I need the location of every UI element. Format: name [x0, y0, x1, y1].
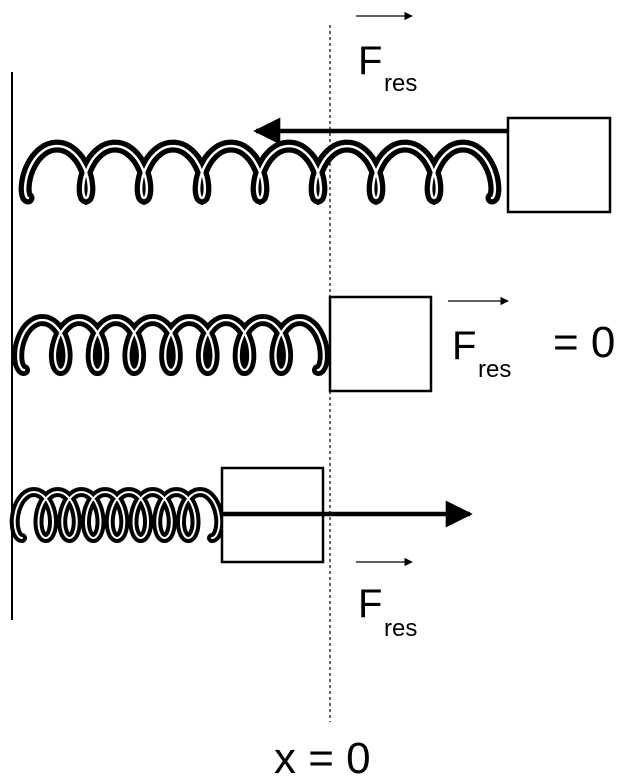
force-subscript-middle: res — [478, 356, 511, 383]
force-subscript-top: res — [384, 70, 417, 97]
zero-force-equals: = 0 — [553, 318, 615, 367]
force-symbol-middle: F — [452, 324, 476, 368]
force-symbol-top: F — [358, 39, 382, 83]
spring-compressed — [9, 487, 225, 544]
block-stretched — [506, 116, 612, 214]
force-subscript-bottom: res — [384, 615, 417, 642]
force-symbol-bottom: F — [358, 582, 382, 626]
block-equilibrium — [328, 295, 433, 393]
spring-stretched — [18, 139, 502, 206]
spring-equilibrium — [12, 314, 330, 377]
equilibrium-label: x = 0 — [274, 734, 371, 780]
